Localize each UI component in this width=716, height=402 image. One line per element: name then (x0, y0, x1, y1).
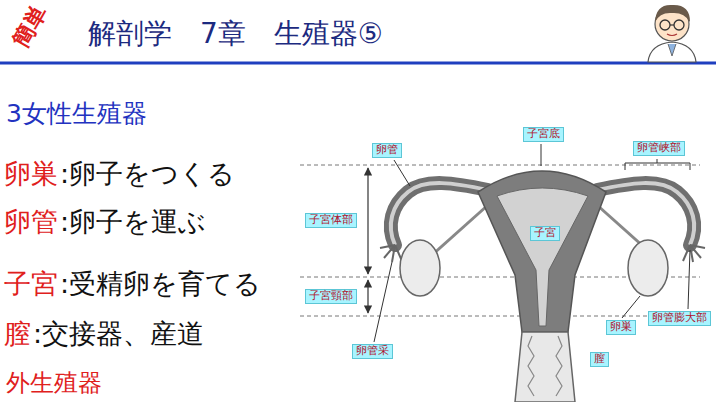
section-heading: 外生殖器 (6, 370, 102, 398)
part-label: 膣 (590, 352, 609, 367)
title-rule (0, 62, 716, 65)
organ-term: 膣 (4, 318, 31, 349)
part-label: 子宮 (530, 226, 560, 241)
organ-role: :受精卵を育てる (60, 268, 261, 299)
part-label: 卵巣 (606, 320, 636, 335)
organ-role: :交接器、産道 (33, 318, 204, 349)
organ-term: 子宮 (4, 268, 58, 299)
part-label: 卵管膨大部 (648, 311, 711, 326)
organ-role: :卵子を運ぶ (60, 206, 206, 237)
section-heading: 3女性生殖器 (6, 100, 147, 129)
uterus-illustration (380, 171, 705, 402)
organ-term: 卵管 (4, 206, 58, 237)
part-label: 子宮体部 (305, 213, 357, 228)
organ-term: 卵巣 (4, 158, 58, 189)
organ-role: :卵子をつくる (60, 158, 235, 189)
part-label: 子宮底 (523, 127, 564, 142)
stamp-word: 簡単 (8, 1, 52, 52)
part-label: 卵管 (372, 143, 402, 158)
dimension-arrow (368, 168, 369, 313)
doctor-icon (648, 5, 696, 62)
part-label: 卵管采 (352, 344, 393, 359)
part-label: 子宮頸部 (305, 289, 357, 304)
page-title: 解剖学 7章 生殖器⑤ (88, 18, 383, 50)
part-label: 卵管峡部 (633, 141, 685, 156)
leader-line (374, 144, 690, 342)
